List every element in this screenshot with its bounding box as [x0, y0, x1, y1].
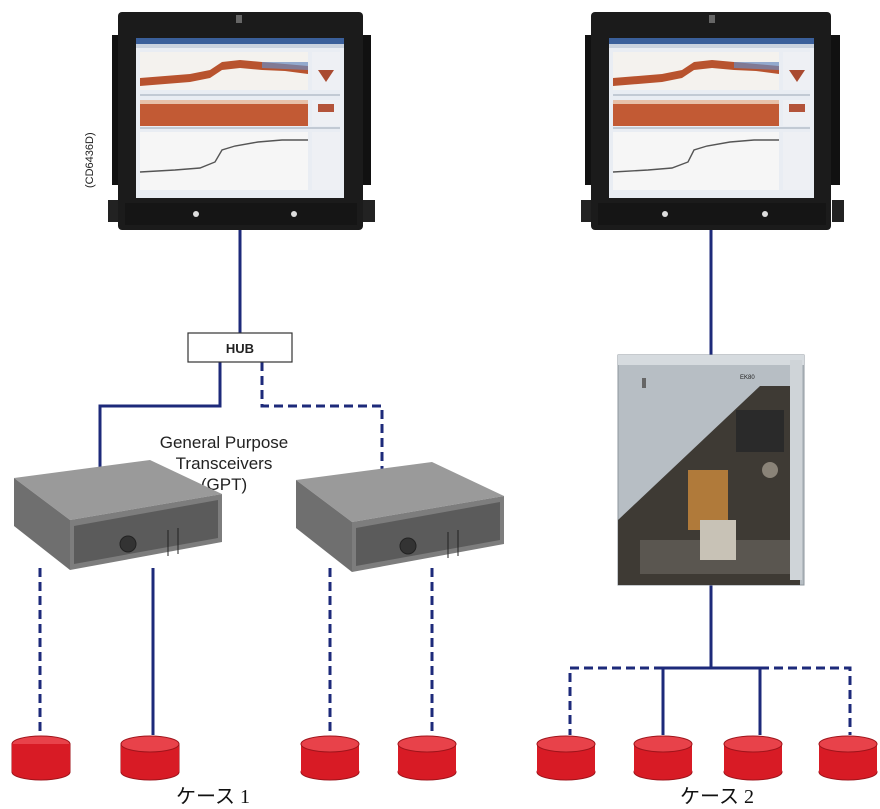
svg-text:EK80: EK80 [740, 375, 755, 381]
gpt-caption: General Purpose Transceivers (GPT) [160, 433, 289, 494]
transducer-2 [120, 735, 180, 781]
transducer-6 [633, 735, 693, 781]
case-2-label: ケース 2 [680, 786, 754, 808]
processor-cabinet: EK80 [617, 354, 805, 586]
transducer-5 [536, 735, 596, 781]
transducers [11, 735, 878, 781]
case2-links [568, 230, 852, 735]
gpt-caption-line-3: (GPT) [201, 475, 247, 494]
gpt-caption-line-1: General Purpose [160, 433, 289, 452]
transducer-4 [397, 735, 457, 781]
model-label: (CD6436D) [84, 132, 96, 188]
gpt-caption-line-2: Transceivers [176, 454, 273, 473]
monitor-right [581, 12, 844, 230]
transducer-7 [723, 735, 783, 781]
hub-box: HUB [187, 332, 293, 363]
transducer-1 [11, 735, 71, 781]
hub-label: HUB [226, 341, 254, 356]
transducer-8 [818, 735, 878, 781]
gpt-unit-2 [296, 462, 504, 572]
case1-links [38, 230, 434, 735]
gpt-unit-1 [14, 460, 222, 570]
case-1-label: ケース 1 [176, 786, 250, 808]
transducer-3 [300, 735, 360, 781]
monitor-left [108, 12, 375, 230]
